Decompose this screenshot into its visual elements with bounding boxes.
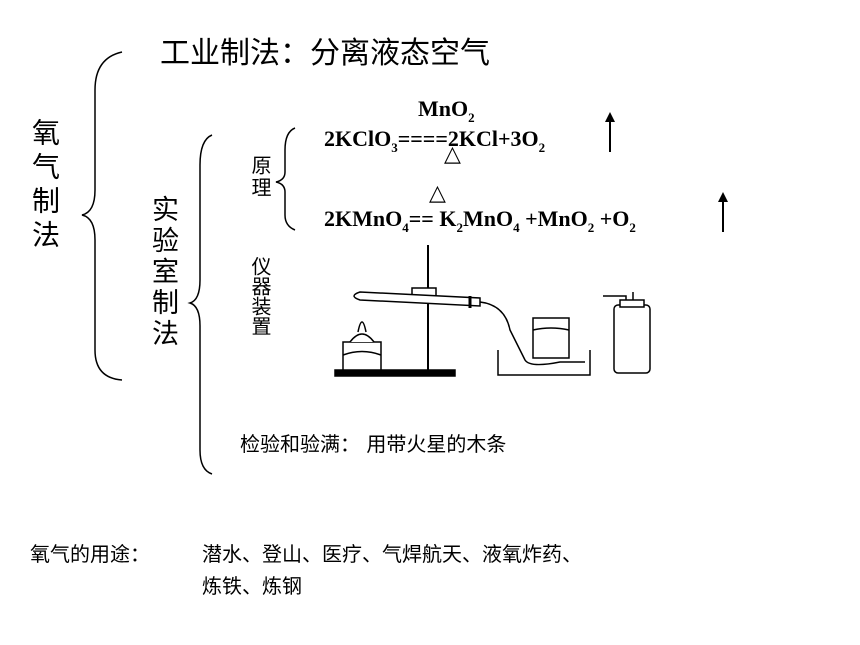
outer-brace xyxy=(81,51,123,381)
uses-label: 氧气的用途： xyxy=(30,542,150,566)
equation-kclo3: 2KClO3====2KCl+3O2 xyxy=(324,126,546,155)
uses-line-2: 炼铁、炼钢 xyxy=(202,574,302,598)
equation-kmno4: 2KMnO4== K2MnO4 +MnO2 +O2 xyxy=(324,206,636,235)
lab-brace xyxy=(187,134,213,475)
industrial-method-heading: 工业制法：分离液态空气 xyxy=(160,36,490,71)
heat-symbol-2: △ xyxy=(429,181,446,206)
principle-brace xyxy=(275,127,296,231)
principle-label: 原理 xyxy=(248,155,272,199)
uses-line-1: 潜水、登山、医疗、气焊航天、液氧炸药、 xyxy=(202,542,582,566)
test-method-text: 检验和验满： 用带火星的木条 xyxy=(240,432,507,456)
lab-apparatus-illustration xyxy=(334,245,651,377)
heat-symbol-1: △ xyxy=(444,142,461,167)
lab-method-label: 实验室制法 xyxy=(147,195,178,350)
oxygen-method-label: 氧气制法 xyxy=(28,118,61,254)
gas-arrow-2 xyxy=(718,192,728,232)
apparatus-label: 仪器装置 xyxy=(248,256,272,336)
catalyst-label: MnO2 xyxy=(418,96,475,125)
gas-arrow-1 xyxy=(605,112,615,152)
